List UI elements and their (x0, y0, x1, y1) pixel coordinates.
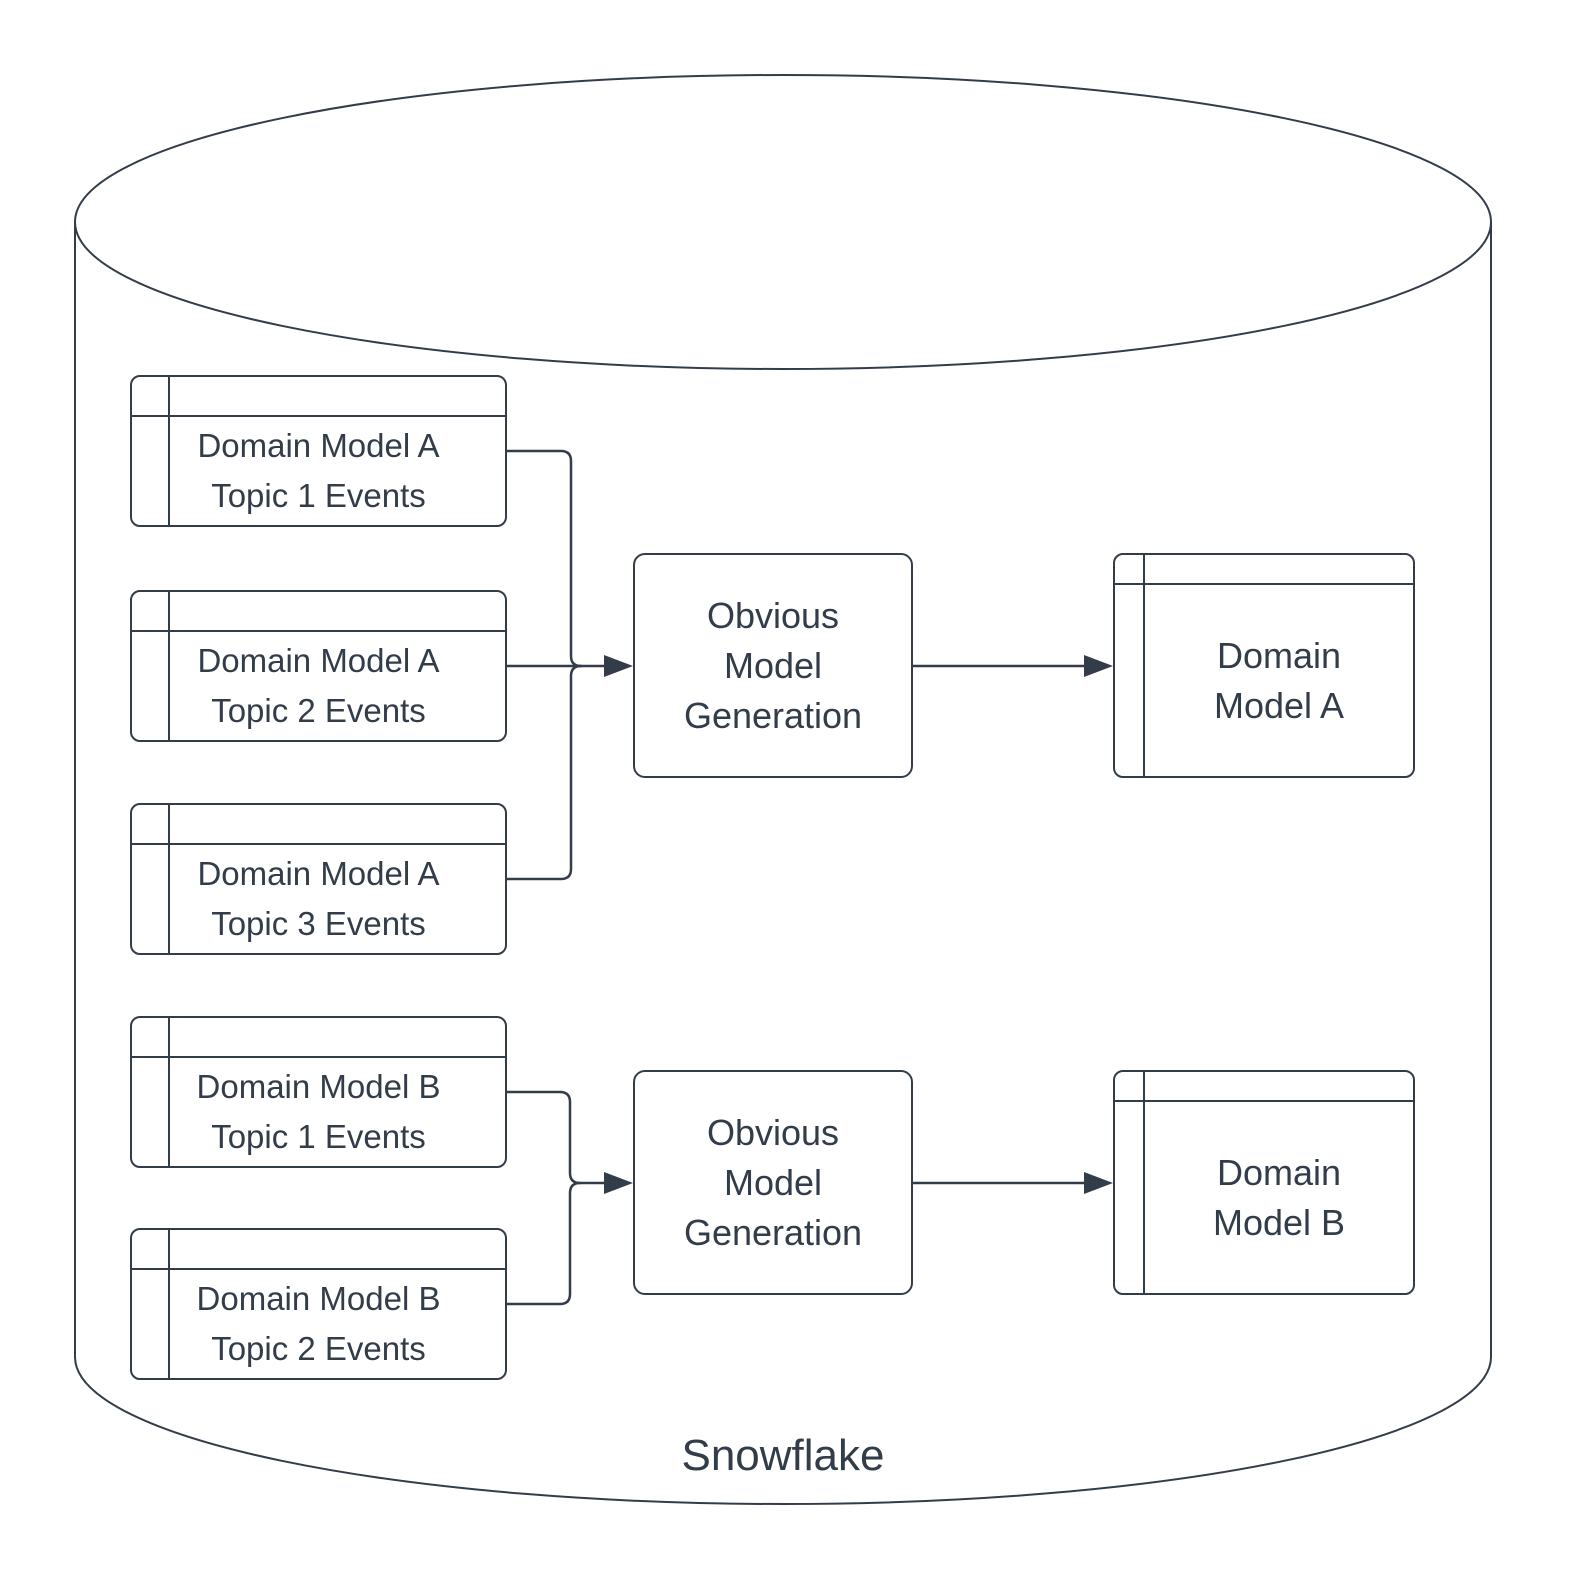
table-label-line: Model A (1213, 684, 1345, 726)
table-column-divider (168, 592, 170, 740)
process-label-line: Generation (683, 1211, 863, 1253)
table-label-line: Domain Model A (197, 427, 440, 464)
connector-a-topic1-to-merge (505, 449, 583, 668)
table-header-divider (132, 415, 505, 417)
process-label-line: Obvious (706, 594, 840, 636)
table-label-line: Domain Model B (196, 1280, 441, 1317)
table-label-line: Topic 3 Events (211, 905, 426, 942)
table-header-divider (1115, 1100, 1413, 1102)
table-domain-model-a: Domain Model A (1113, 553, 1415, 778)
snowflake-cylinder (74, 74, 1492, 1505)
table-label-line: Domain (1216, 634, 1342, 676)
connector-a-topic3-to-merge (505, 664, 583, 881)
table-header-divider (132, 1056, 505, 1058)
table-label-line: Domain Model A (197, 642, 440, 679)
table-label-line: Domain (1216, 1151, 1342, 1193)
table-label-line: Domain Model A (197, 855, 440, 892)
table-domain-model-b-topic-1-events: Domain Model B Topic 1 Events (130, 1016, 507, 1168)
process-label-line: Model (723, 1161, 823, 1203)
process-label-line: Generation (683, 694, 863, 736)
table-label-line: Topic 2 Events (211, 692, 426, 729)
table-column-divider (168, 1230, 170, 1378)
arrowhead-b-into-output (1084, 1172, 1113, 1194)
process-obvious-model-generation-a: Obvious Model Generation (633, 553, 913, 778)
process-label-line: Obvious (706, 1111, 840, 1153)
table-header-divider (132, 630, 505, 632)
arrowhead-a-into-output (1084, 655, 1113, 677)
connector-b-topic2-to-merge (505, 1181, 582, 1306)
table-column-divider (1143, 1072, 1145, 1293)
table-domain-model-a-topic-3-events: Domain Model A Topic 3 Events (130, 803, 507, 955)
cylinder-top-ellipse (74, 74, 1492, 370)
arrowhead-b-into-process (604, 1172, 633, 1194)
table-header-divider (1115, 583, 1413, 585)
table-label-line: Topic 1 Events (211, 477, 426, 514)
table-domain-model-a-topic-1-events: Domain Model A Topic 1 Events (130, 375, 507, 527)
table-label-line: Topic 2 Events (211, 1330, 426, 1367)
cylinder-label-snowflake: Snowflake (681, 1431, 885, 1480)
table-label-line: Domain Model B (196, 1068, 441, 1105)
table-domain-model-a-topic-2-events: Domain Model A Topic 2 Events (130, 590, 507, 742)
process-label-line: Model (723, 644, 823, 686)
table-column-divider (168, 1018, 170, 1166)
table-domain-model-b-topic-2-events: Domain Model B Topic 2 Events (130, 1228, 507, 1380)
table-column-divider (168, 377, 170, 525)
connector-b-topic1-to-merge (505, 1090, 606, 1185)
table-column-divider (168, 805, 170, 953)
table-label-line: Topic 1 Events (211, 1118, 426, 1155)
arrowhead-a-into-process (604, 655, 633, 677)
table-column-divider (1143, 555, 1145, 776)
table-domain-model-b: Domain Model B (1113, 1070, 1415, 1295)
table-header-divider (132, 1268, 505, 1270)
process-obvious-model-generation-b: Obvious Model Generation (633, 1070, 913, 1295)
table-label-line: Model B (1212, 1201, 1346, 1243)
table-header-divider (132, 843, 505, 845)
